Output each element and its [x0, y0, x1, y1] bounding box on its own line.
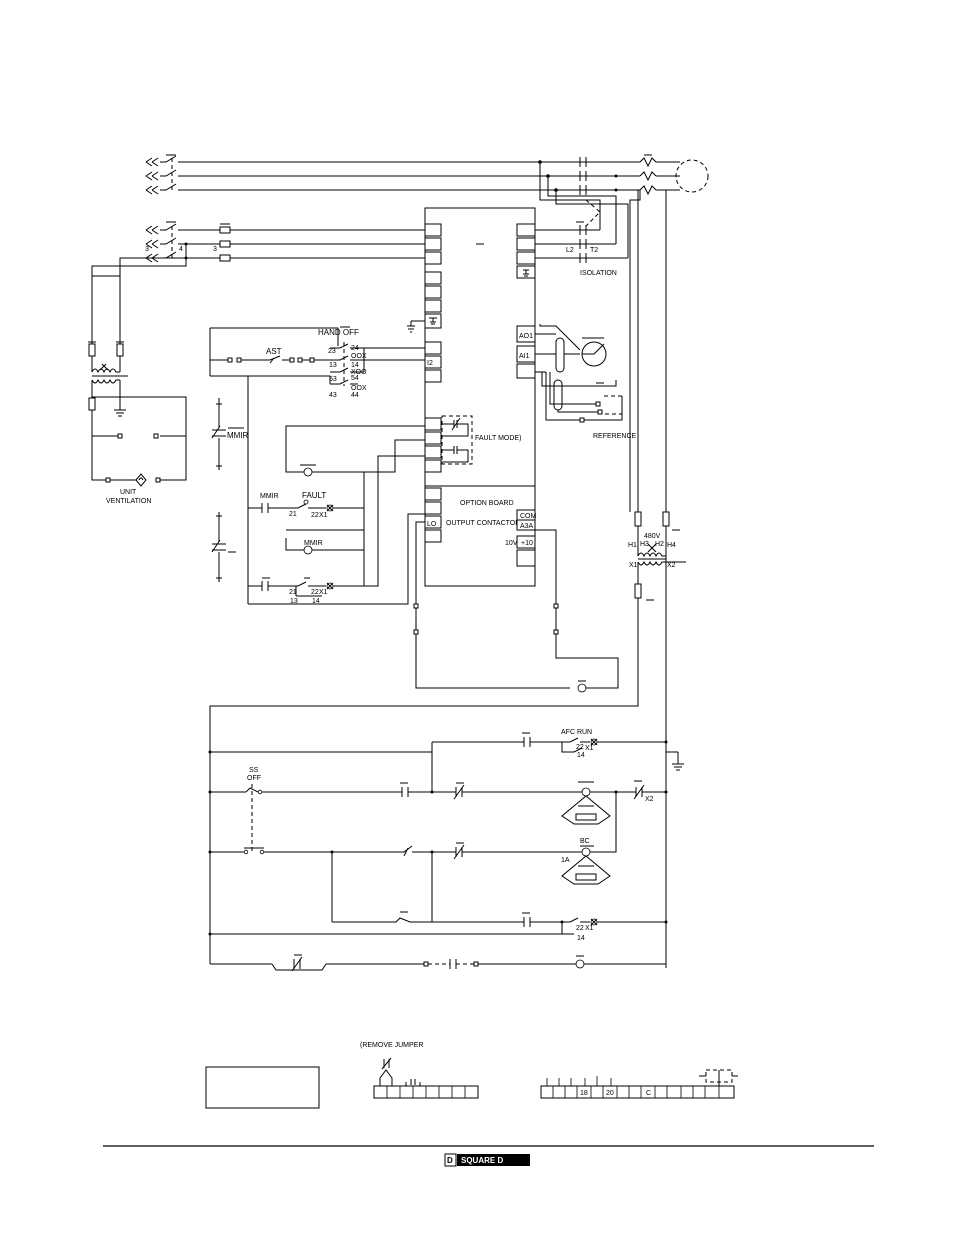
main-power-lines [145, 154, 709, 968]
ss-off-label: OFF [247, 775, 261, 782]
contact-21-b: 21 [289, 589, 297, 596]
afc-run-label: AFC RUN [561, 729, 592, 736]
x1-label-b: X1 [319, 589, 328, 596]
ss-label: SS [249, 767, 259, 774]
fuse [219, 240, 231, 248]
contact-22-rung4: 22 [576, 925, 584, 932]
unit-ventilation-label-1: UNIT [120, 489, 137, 496]
control-transformer-right: 480V H1 H3 H2 H4 X1 X2 [209, 190, 686, 964]
fault-relay-logic: MMIR FAULT 21 22 X1 MMIR 21 22 X1 13 14 [247, 376, 619, 693]
t2-label: T2 [590, 247, 598, 254]
terminal-10v-label: 10V [505, 540, 518, 547]
terminal-block-details: (REMOVE JUMPER 18 20 C [205, 1042, 738, 1109]
contact-23: 23 [328, 348, 336, 355]
contact-14: 14 [351, 362, 359, 369]
terminal-i2: I2 [427, 360, 433, 367]
terminal-3-left: 3 [145, 246, 149, 253]
output-contactor-label: OUTPUT CONTACTOR [446, 520, 520, 527]
control-transformer-left: UNIT VENTILATION [88, 341, 187, 505]
terminal-18: 18 [580, 1090, 588, 1097]
contact-14-afc: 14 [577, 752, 585, 759]
contact-24: 24 [351, 345, 359, 352]
contact-54: 54 [351, 375, 359, 382]
hand-off-auto-circuit: AST HAND OFF 23 24 13 14 53 54 43 44 OOX… [209, 326, 425, 399]
contact-14-b: 14 [312, 598, 320, 605]
terminal-strip-2: 18 20 C [540, 1069, 738, 1099]
terminal-4: 4 [179, 246, 183, 253]
blank-box [205, 1066, 320, 1109]
terminal-a3a: A3A [520, 523, 534, 530]
h4-label: H4 [667, 542, 676, 549]
ladder-control-circuit: AFC RUN 22 X1 14 SS OFF X2 [208, 729, 684, 972]
x2-transformer: X2 [667, 562, 676, 569]
option-board-label: OPTION BOARD [460, 500, 514, 507]
hand-off-label: HAND OFF [318, 328, 359, 337]
mmir-relay-symbols: MMIR [211, 398, 249, 582]
terminal-c: C [646, 1090, 651, 1097]
x2-ladder: X2 [645, 796, 654, 803]
remove-jumper-label: (REMOVE JUMPER [360, 1042, 423, 1049]
contact-53: 53 [329, 376, 337, 383]
brand-mark: D [447, 1156, 453, 1165]
x1-transformer: X1 [629, 562, 638, 569]
drive-input-lines: 3 4 3 [91, 221, 425, 344]
terminal-plus10: +10 [521, 540, 533, 547]
x1-afc: X1 [585, 745, 594, 752]
mmir-label-3: MMIR [304, 540, 323, 547]
fault-label: FAULT [302, 491, 326, 500]
fuse [219, 226, 231, 234]
footer: D SQUARE D [103, 1145, 874, 1167]
fault-mode-label: FAULT MODE) [475, 435, 521, 442]
l2-label: L2 [566, 247, 574, 254]
unit-ventilation-label-2: VENTILATION [106, 498, 151, 505]
terminal-lo: LO [427, 521, 437, 528]
terminal-ao1: AO1 [519, 333, 533, 340]
contact-22: 22 [311, 512, 319, 519]
speed-reference-circuit: REFERENCE [535, 324, 637, 440]
fuse [219, 254, 231, 262]
brand-name: SQUARE D [461, 1156, 503, 1165]
relay-coil [303, 467, 313, 477]
mmir-label-1: MMIR [227, 431, 249, 440]
v480-label: 480V [644, 533, 661, 540]
selector-pos-oox-2: OOX [351, 385, 367, 392]
terminal-ai1: AI1 [519, 353, 530, 360]
ast-label: AST [266, 347, 282, 356]
isolation-label: ISOLATION [580, 270, 617, 277]
terminal-strip-1 [373, 1057, 479, 1099]
contact-43: 43 [329, 392, 337, 399]
n1a-label: 1A [561, 857, 570, 864]
bc-label: BC [580, 838, 590, 845]
drive-controller: I2 FAULT MODE) LO OPTION BOARD OUTPUT CO… [407, 207, 537, 587]
terminal-20: 20 [606, 1090, 614, 1097]
reference-label: REFERENCE [593, 433, 637, 440]
isolation-contactor: L2 T2 ISOLATION [535, 162, 641, 512]
h2-label: H2 [655, 541, 664, 548]
mmir-label-2: MMIR [260, 493, 279, 500]
h3-label: H3 [640, 541, 649, 548]
contact-44: 44 [351, 392, 359, 399]
terminal-3-right: 3 [213, 246, 217, 253]
x1-rung4: X1 [585, 925, 594, 932]
contact-13: 13 [329, 362, 337, 369]
motor-symbol [675, 159, 709, 193]
square-d-logo: D SQUARE D [444, 1153, 530, 1167]
contact-22-b: 22 [311, 589, 319, 596]
contact-22-afc: 22 [576, 744, 584, 751]
x1-label: X1 [319, 512, 328, 519]
selector-pos-oox: OOX [351, 353, 367, 360]
contact-14-rung4: 14 [577, 935, 585, 942]
contact-21: 21 [289, 511, 297, 518]
terminal-com: COM [520, 513, 537, 520]
h1-label: H1 [628, 542, 637, 549]
contact-13-b: 13 [290, 598, 298, 605]
